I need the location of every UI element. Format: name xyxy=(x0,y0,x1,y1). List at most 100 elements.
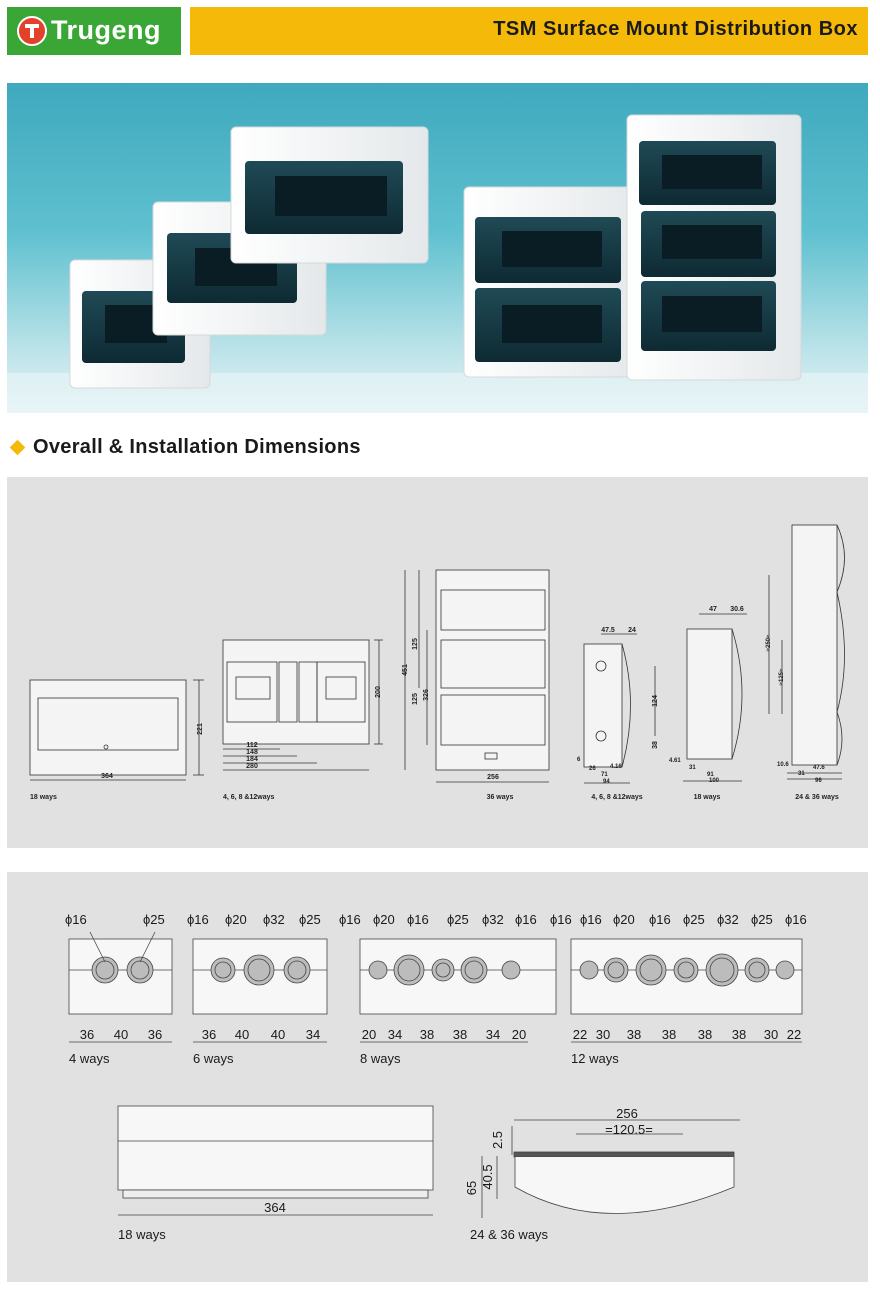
d1-caption: 18 ways xyxy=(30,794,57,801)
box-large xyxy=(230,126,429,264)
rail-18-ways xyxy=(117,1105,434,1216)
installation-dimensions-panel: ϕ16 ϕ25 36 40 36 4 ways ϕ16 ϕ20 ϕ32 ϕ25 … xyxy=(7,872,868,1282)
b8-hole-6: ϕ16 xyxy=(515,912,537,927)
b4-dim-1: 36 xyxy=(80,1027,94,1042)
b24-d1: 2.5 xyxy=(490,1131,505,1149)
b12-dim-1: 22 xyxy=(573,1027,587,1042)
b6-hole-1: ϕ16 xyxy=(187,912,209,927)
d4-b1: 6 xyxy=(577,757,581,763)
b6-caption: 6 ways xyxy=(193,1051,234,1066)
d5-b2: 31 xyxy=(689,765,696,771)
drawing-4-12-ways-side xyxy=(583,633,656,784)
b12-hole-1: ϕ16 xyxy=(550,912,572,927)
knockout-6-ways xyxy=(192,938,328,1043)
b4-hole-1: ϕ16 xyxy=(65,912,87,927)
d2-w3: 184 xyxy=(246,756,258,763)
b12-hole-7: ϕ25 xyxy=(751,912,773,927)
drawing-18-ways-side xyxy=(683,613,747,782)
b8-hole-3: ϕ16 xyxy=(407,912,429,927)
d4-b5: 94 xyxy=(603,779,610,785)
diamond-bullet-icon xyxy=(9,439,26,455)
d5-top-a: 47 xyxy=(709,606,717,613)
d5-b3: 91 xyxy=(707,772,714,778)
d3-a: 125 xyxy=(412,638,419,650)
b12-dim-3: 38 xyxy=(627,1027,641,1042)
d4-b3: 4.16 xyxy=(610,764,622,770)
d2-w1: 112 xyxy=(246,742,257,749)
b12-hole-2: ϕ16 xyxy=(580,912,602,927)
brand-name: Trugeng xyxy=(51,15,161,45)
d6-h1: ≈250≈ xyxy=(766,634,772,651)
d1-width: 364 xyxy=(101,773,113,780)
d2-w4: 280 xyxy=(246,763,258,770)
b12-dim-8: 22 xyxy=(787,1027,801,1042)
b8-caption: 8 ways xyxy=(360,1051,401,1066)
b6-dim-2: 40 xyxy=(235,1027,249,1042)
title-bar: TSM Surface Mount Distribution Box xyxy=(190,7,868,55)
d3-caption: 36 ways xyxy=(487,794,514,801)
d2-caption: 4, 6, 8 &12ways xyxy=(223,794,274,801)
b8-hole-1: ϕ16 xyxy=(339,912,361,927)
product-photo-illustration xyxy=(7,114,868,413)
d6-caption: 24 & 36 ways xyxy=(795,794,839,801)
b12-dim-2: 30 xyxy=(596,1027,610,1042)
b6-dim-4: 34 xyxy=(306,1027,320,1042)
overall-dimensions-drawing: 364 221 18 ways 112 148 184 280 200 4, 6… xyxy=(29,524,845,801)
d5-caption: 18 ways xyxy=(694,794,721,801)
b18-width: 364 xyxy=(264,1200,286,1215)
b12-hole-6: ϕ32 xyxy=(717,912,739,927)
b6-hole-4: ϕ25 xyxy=(299,912,321,927)
d3-width: 256 xyxy=(487,774,499,781)
d3-c: 326 xyxy=(423,689,430,701)
b6-dim-1: 36 xyxy=(202,1027,216,1042)
section-title: Overall & Installation Dimensions xyxy=(33,435,361,458)
page-title: TSM Surface Mount Distribution Box xyxy=(493,18,858,40)
d6-b2: 47.6 xyxy=(813,765,825,771)
d6-b4: 96 xyxy=(815,778,822,784)
d4-height: 124 xyxy=(652,695,659,707)
b6-hole-3: ϕ32 xyxy=(263,912,285,927)
b8-dim-5: 34 xyxy=(486,1027,500,1042)
box-two-row xyxy=(463,186,643,378)
b12-dim-6: 38 xyxy=(732,1027,746,1042)
d3-total: 451 xyxy=(402,664,409,676)
b4-hole-2: ϕ25 xyxy=(143,912,165,927)
b24-inner: =120.5= xyxy=(605,1122,653,1137)
section-heading: Overall & Installation Dimensions xyxy=(9,434,361,460)
box-three-row xyxy=(626,114,802,381)
installation-dimensions-drawing: ϕ16 ϕ25 36 40 36 4 ways ϕ16 ϕ20 ϕ32 ϕ25 … xyxy=(65,912,807,1242)
overall-dimensions-panel: 364 221 18 ways 112 148 184 280 200 4, 6… xyxy=(7,477,868,848)
trugeng-logo-icon xyxy=(17,16,47,46)
b8-dim-1: 20 xyxy=(362,1027,376,1042)
b8-dim-6: 20 xyxy=(512,1027,526,1042)
d4-top-a: 47.5 xyxy=(601,627,615,634)
knockout-4-ways xyxy=(68,931,173,1043)
d3-b: 125 xyxy=(412,693,419,705)
drawing-18-ways-front xyxy=(29,679,204,781)
d6-b3: 31 xyxy=(798,771,805,777)
b24-width: 256 xyxy=(616,1106,638,1121)
b4-dim-2: 40 xyxy=(114,1027,128,1042)
knockout-8-ways xyxy=(359,938,557,1043)
d4-top-b: 24 xyxy=(628,627,636,634)
b12-hole-4: ϕ16 xyxy=(649,912,671,927)
b12-dim-7: 30 xyxy=(764,1027,778,1042)
d5-b1: 4.61 xyxy=(669,758,681,764)
d4-b2: 26 xyxy=(589,766,596,772)
b12-hole-3: ϕ20 xyxy=(613,912,635,927)
d1-height: 221 xyxy=(197,723,204,735)
b18-caption: 18 ways xyxy=(118,1227,166,1242)
d5-b4: 100 xyxy=(709,778,720,784)
b12-caption: 12 ways xyxy=(571,1051,619,1066)
knockout-12-ways xyxy=(570,938,803,1043)
b12-dim-4: 38 xyxy=(662,1027,676,1042)
b8-hole-5: ϕ32 xyxy=(482,912,504,927)
d6-b1: 10.6 xyxy=(777,762,789,768)
d6-h2: ≈125≈ xyxy=(779,668,785,685)
b6-dim-3: 40 xyxy=(271,1027,285,1042)
b12-dim-5: 38 xyxy=(698,1027,712,1042)
b8-dim-4: 38 xyxy=(453,1027,467,1042)
b12-hole-5: ϕ25 xyxy=(683,912,705,927)
b8-hole-4: ϕ25 xyxy=(447,912,469,927)
d2-w2: 148 xyxy=(246,749,258,756)
